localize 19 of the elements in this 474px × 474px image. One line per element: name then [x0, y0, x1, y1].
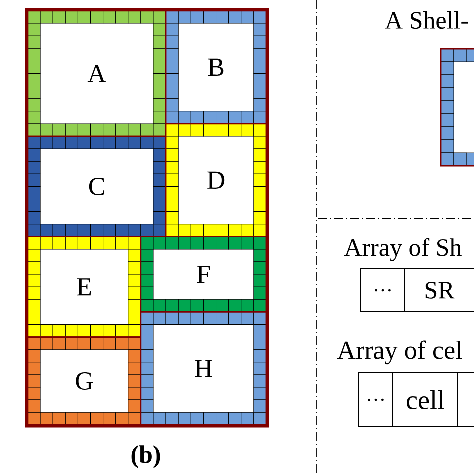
shell-region: C [27, 136, 167, 238]
shell-region: A [27, 10, 167, 138]
array-cell: … [360, 268, 406, 312]
heading: A Shell- [385, 11, 468, 30]
shell-region: E [27, 236, 142, 338]
array-cell: … [358, 372, 394, 428]
shell-region: D [165, 123, 268, 238]
shell-region: G [27, 336, 142, 426]
shell-region [440, 48, 474, 167]
array-cell: SR [404, 268, 474, 312]
panel-label: (b) [132, 446, 160, 468]
array-cell: cell [392, 372, 458, 428]
heading: Array of cel [337, 340, 462, 365]
shell-region: B [165, 10, 268, 125]
shell-region: H [140, 312, 268, 426]
outer-frame [25, 8, 270, 428]
heading: Array of Sh [344, 238, 462, 262]
shell-region: F [140, 236, 268, 313]
array-cell [458, 372, 474, 428]
